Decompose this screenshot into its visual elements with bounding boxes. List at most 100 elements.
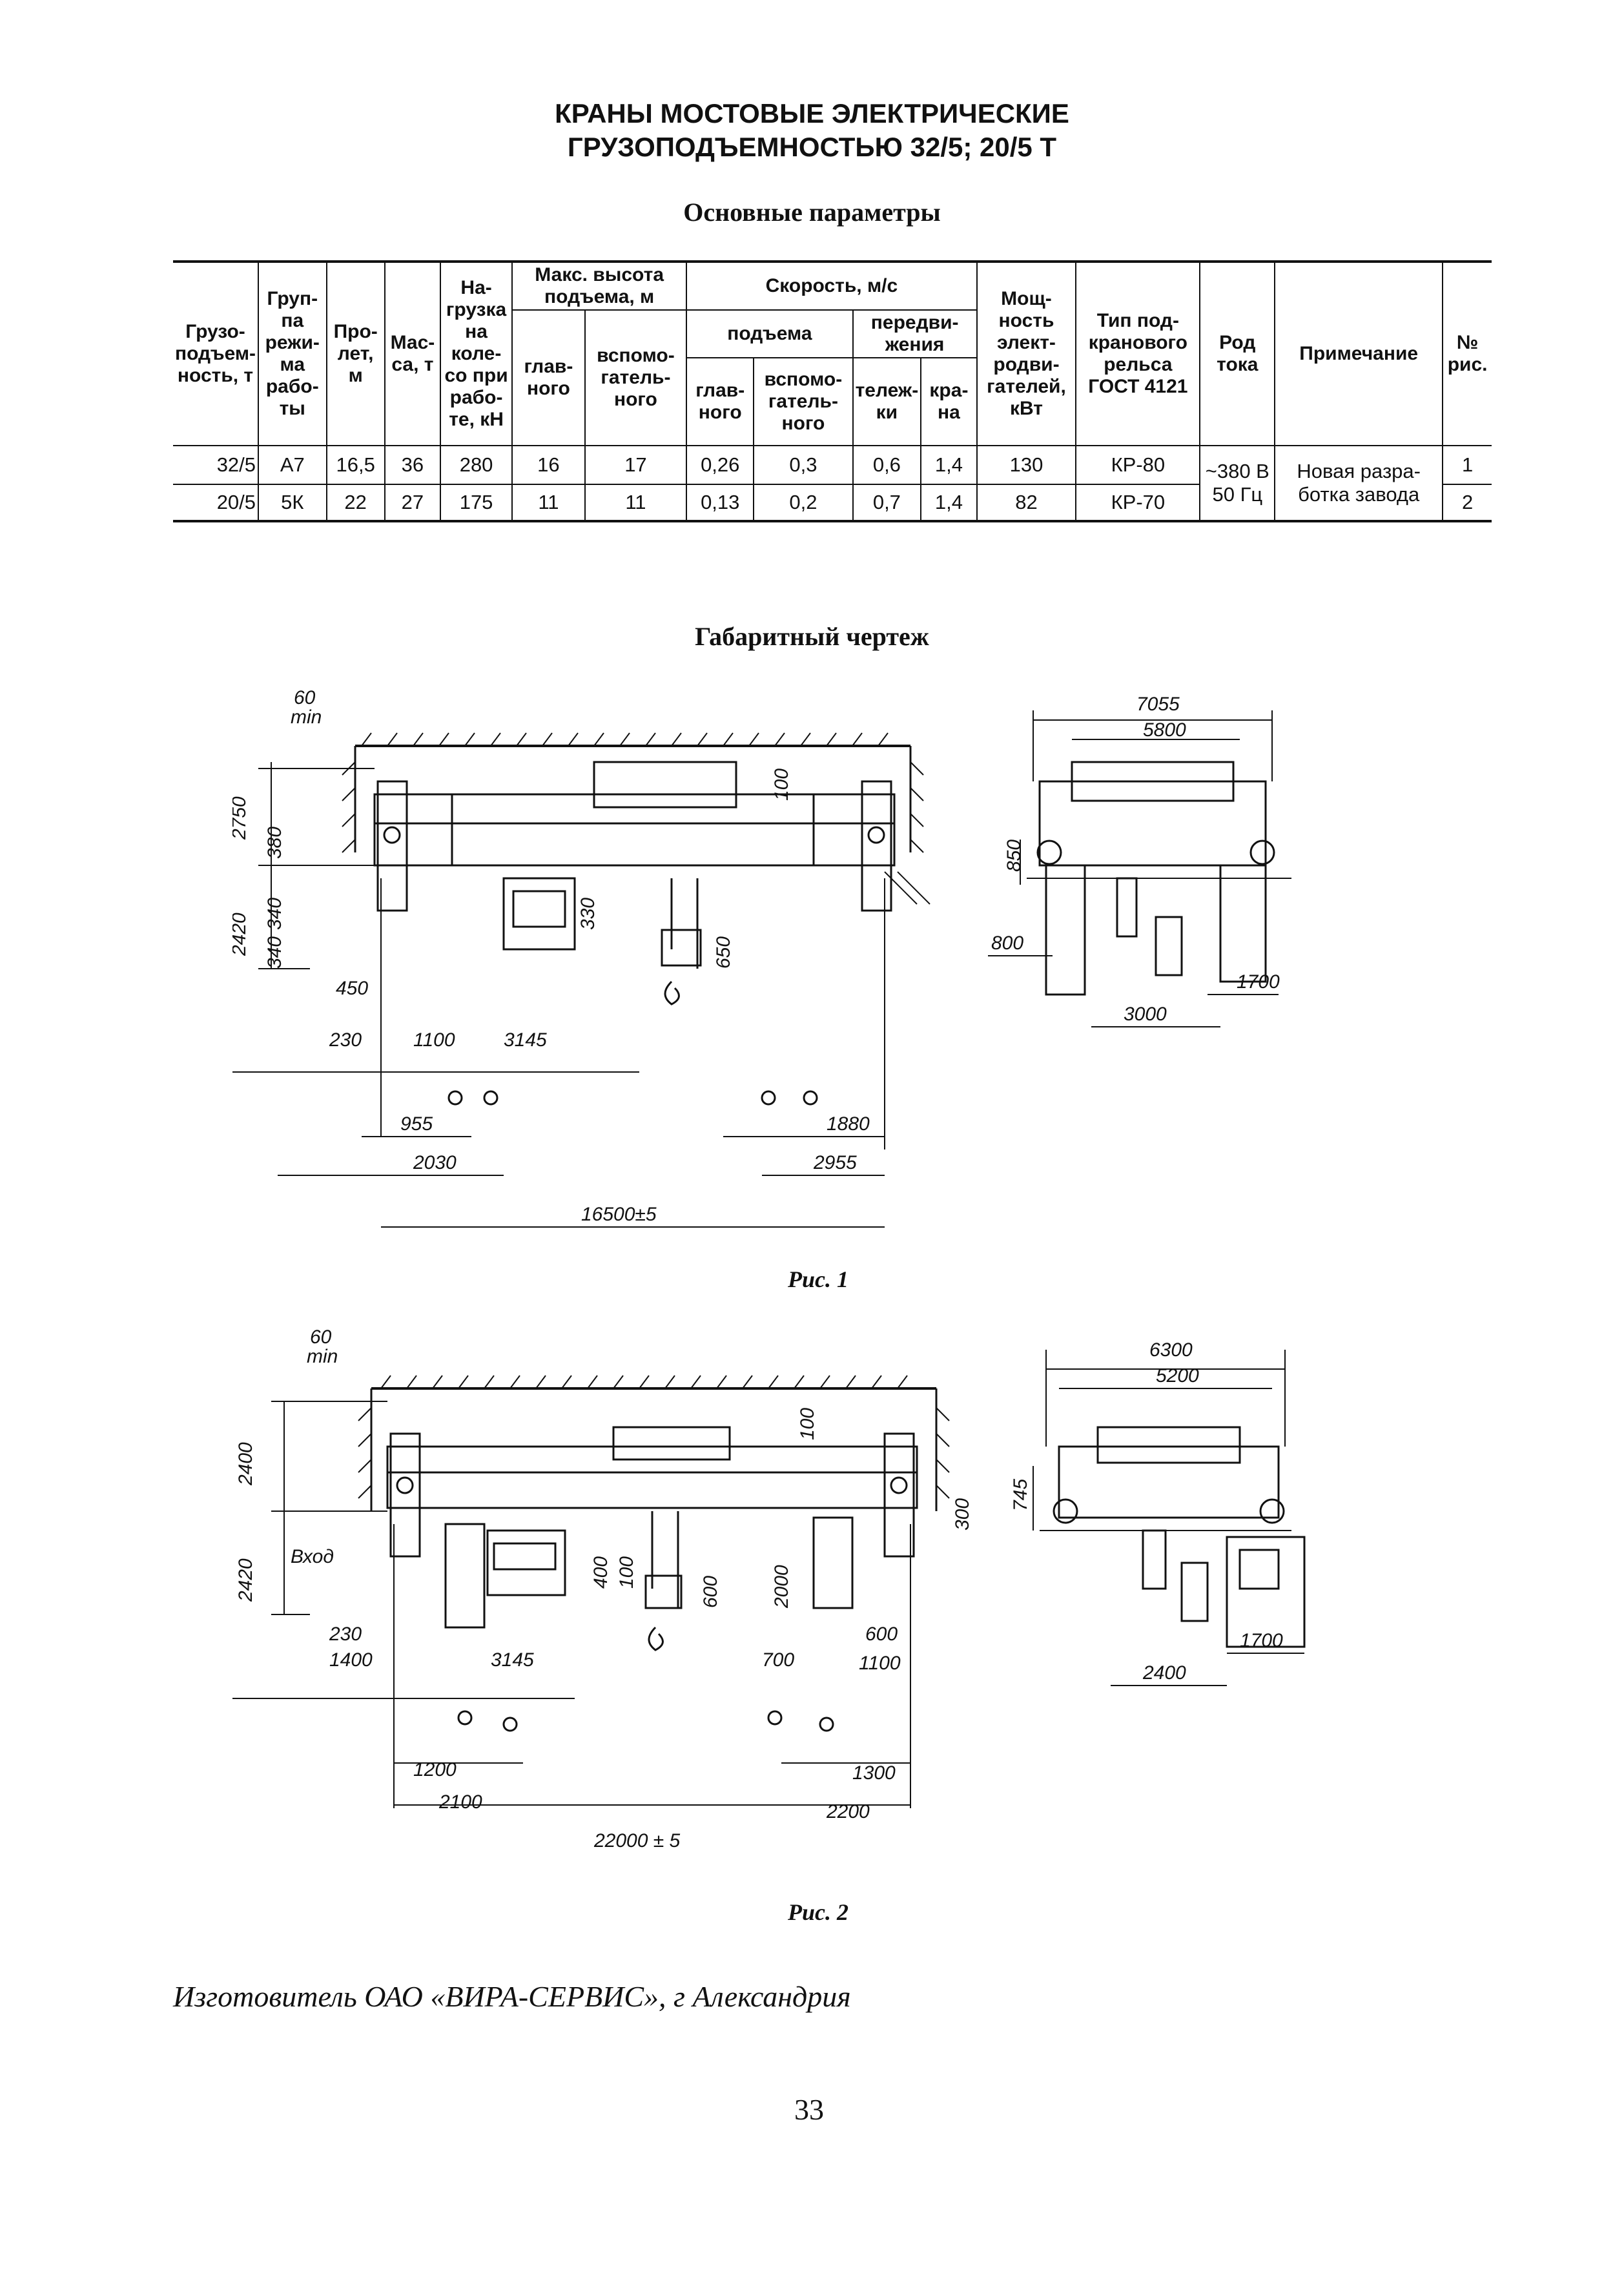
figure-2-caption: Рис. 2 [788, 1899, 848, 1925]
drawing-heading: Габаритный чертеж [695, 622, 929, 651]
dim-2200: 2200 [826, 1801, 870, 1822]
dim-6300: 6300 [1149, 1339, 1193, 1361]
dim-340a: 340 [264, 898, 285, 930]
header-lift-aux: вспомо-гатель-ного [753, 357, 854, 446]
label-entrance: Вход [291, 1546, 334, 1567]
cell-load: 175 [440, 484, 513, 522]
dim-2420: 2420 [235, 1558, 256, 1602]
dim-100b: 100 [616, 1556, 637, 1589]
cell-fig: 2 [1442, 484, 1492, 522]
dim-330: 330 [577, 898, 599, 930]
note-line1: Новая разра- [1297, 460, 1421, 482]
cell-fig: 1 [1442, 445, 1492, 485]
dim-230: 230 [329, 1029, 362, 1051]
header-power: Мощ-ность элект-родви-гателей, кВт [976, 261, 1077, 446]
page-number: 33 [794, 2093, 824, 2126]
cell-span: 16,5 [325, 445, 385, 485]
table-row: 32/5 А7 16,5 36 280 16 17 0,26 0,3 0,6 1… [173, 445, 1492, 522]
params-table: Грузо-подъем-ность, т Груп-па режи-ма ра… [173, 260, 1492, 522]
header-fig: № рис. [1442, 261, 1492, 446]
figure-2-drawing: 60 min 2400 2420 Вход 230 1400 3145 1200… [232, 1326, 1306, 1851]
dim-2030: 2030 [413, 1152, 457, 1173]
header-travel-crane: кра-на [920, 357, 978, 446]
dim-7055: 7055 [1136, 694, 1180, 715]
dim-2000: 2000 [771, 1565, 792, 1609]
header-wheel-load: На-грузка на коле-со при рабо-те, кН [440, 261, 513, 446]
header-capacity: Грузо-подъем-ность, т [173, 261, 260, 446]
dim-600b: 600 [865, 1624, 898, 1645]
cell-mass: 36 [384, 445, 442, 485]
dim-22000: 22000 ± 5 [593, 1830, 681, 1851]
dim-2955: 2955 [813, 1152, 857, 1173]
dim-1880: 1880 [827, 1113, 870, 1135]
manufacturer-note: Изготовитель ОАО «ВИРА-СЕРВИС», г Алекса… [173, 1980, 851, 2013]
dim-60: 60 [310, 1326, 332, 1348]
dim-16500: 16500±5 [581, 1204, 657, 1225]
dim-400: 400 [590, 1556, 612, 1589]
page-title-line2: ГРУЗОПОДЪЕМНОСТЬЮ 32/5; 20/5 Т [567, 132, 1057, 162]
cell-height-aux: 17 [584, 445, 688, 485]
dim-955: 955 [400, 1113, 433, 1135]
cell-lift-main: 0,26 [686, 445, 755, 485]
header-group: Груп-па режи-ма рабо-ты [258, 261, 327, 446]
header-travel: передви-жения [852, 309, 978, 358]
page-title-line1: КРАНЫ МОСТОВЫЕ ЭЛЕКТРИЧЕСКИЕ [555, 98, 1069, 129]
cell-load: 280 [440, 445, 513, 485]
cell-crane: 1,4 [920, 445, 978, 485]
dim-min: min [307, 1346, 338, 1367]
cell-note: Новая разра- ботка завода [1274, 445, 1444, 522]
header-travel-trolley: тележ-ки [852, 357, 922, 446]
dim-3000: 3000 [1124, 1004, 1167, 1025]
dim-min: min [291, 706, 322, 728]
cell-power: 82 [976, 484, 1077, 522]
dim-1200: 1200 [413, 1759, 457, 1780]
cell-rail: КР-80 [1075, 445, 1201, 485]
dim-100: 100 [797, 1408, 818, 1440]
dim-380: 380 [264, 827, 285, 859]
dim-1100: 1100 [859, 1653, 901, 1674]
current-line1: ~380 В [1205, 460, 1269, 482]
cell-lift-aux: 0,3 [753, 445, 854, 485]
dim-2400b: 2400 [1142, 1662, 1186, 1684]
table-header-row-2: глав-ного вспомо-гатель-ного подъема пер… [173, 309, 1492, 446]
header-note: Примечание [1274, 261, 1444, 446]
dim-650: 650 [713, 936, 734, 969]
figure-1-caption: Рис. 1 [788, 1266, 848, 1292]
cell-trolley: 0,6 [852, 445, 922, 485]
cell-height-aux: 11 [584, 484, 688, 522]
header-speed: Скорость, м/с [686, 261, 978, 311]
dim-2420: 2420 [232, 913, 250, 956]
dim-1700: 1700 [1240, 1630, 1283, 1651]
current-line2: 50 Гц [1212, 483, 1263, 506]
dim-800: 800 [991, 933, 1023, 954]
dim-2750: 2750 [232, 796, 250, 840]
cell-current: ~380 В 50 Гц [1199, 445, 1276, 522]
cell-height-main: 11 [511, 484, 586, 522]
cell-lift-main: 0,13 [686, 484, 755, 522]
header-max-height: Макс. высота подъема, м [511, 261, 688, 311]
header-span: Про-лет, м [325, 261, 385, 446]
params-heading: Основные параметры [683, 198, 941, 227]
cell-rail: КР-70 [1075, 484, 1201, 522]
header-height-main: глав-ного [511, 309, 586, 446]
cell-capacity: 20/5 [173, 484, 260, 522]
header-current: Род тока [1199, 261, 1276, 446]
dim-5800: 5800 [1143, 719, 1186, 741]
header-rail: Тип под-кранового рельса ГОСТ 4121 [1075, 261, 1201, 446]
dim-2400: 2400 [235, 1442, 256, 1486]
cell-span: 22 [325, 484, 385, 522]
note-line2: ботка завода [1298, 483, 1420, 506]
dim-3145: 3145 [504, 1029, 547, 1051]
cell-crane: 1,4 [920, 484, 978, 522]
dim-1400: 1400 [329, 1649, 373, 1671]
figure-1-drawing: 60 min 2750 380 2420 340 340 450 230 110… [232, 687, 1291, 1228]
dim-600: 600 [700, 1576, 721, 1608]
dim-2100: 2100 [438, 1791, 482, 1813]
dim-5200: 5200 [1156, 1365, 1199, 1387]
dim-700: 700 [762, 1649, 794, 1671]
cell-trolley: 0,7 [852, 484, 922, 522]
dim-230: 230 [329, 1624, 362, 1645]
cell-mass: 27 [384, 484, 442, 522]
dim-745: 745 [1010, 1479, 1031, 1511]
header-height-aux: вспомо-гатель-ного [584, 309, 688, 446]
